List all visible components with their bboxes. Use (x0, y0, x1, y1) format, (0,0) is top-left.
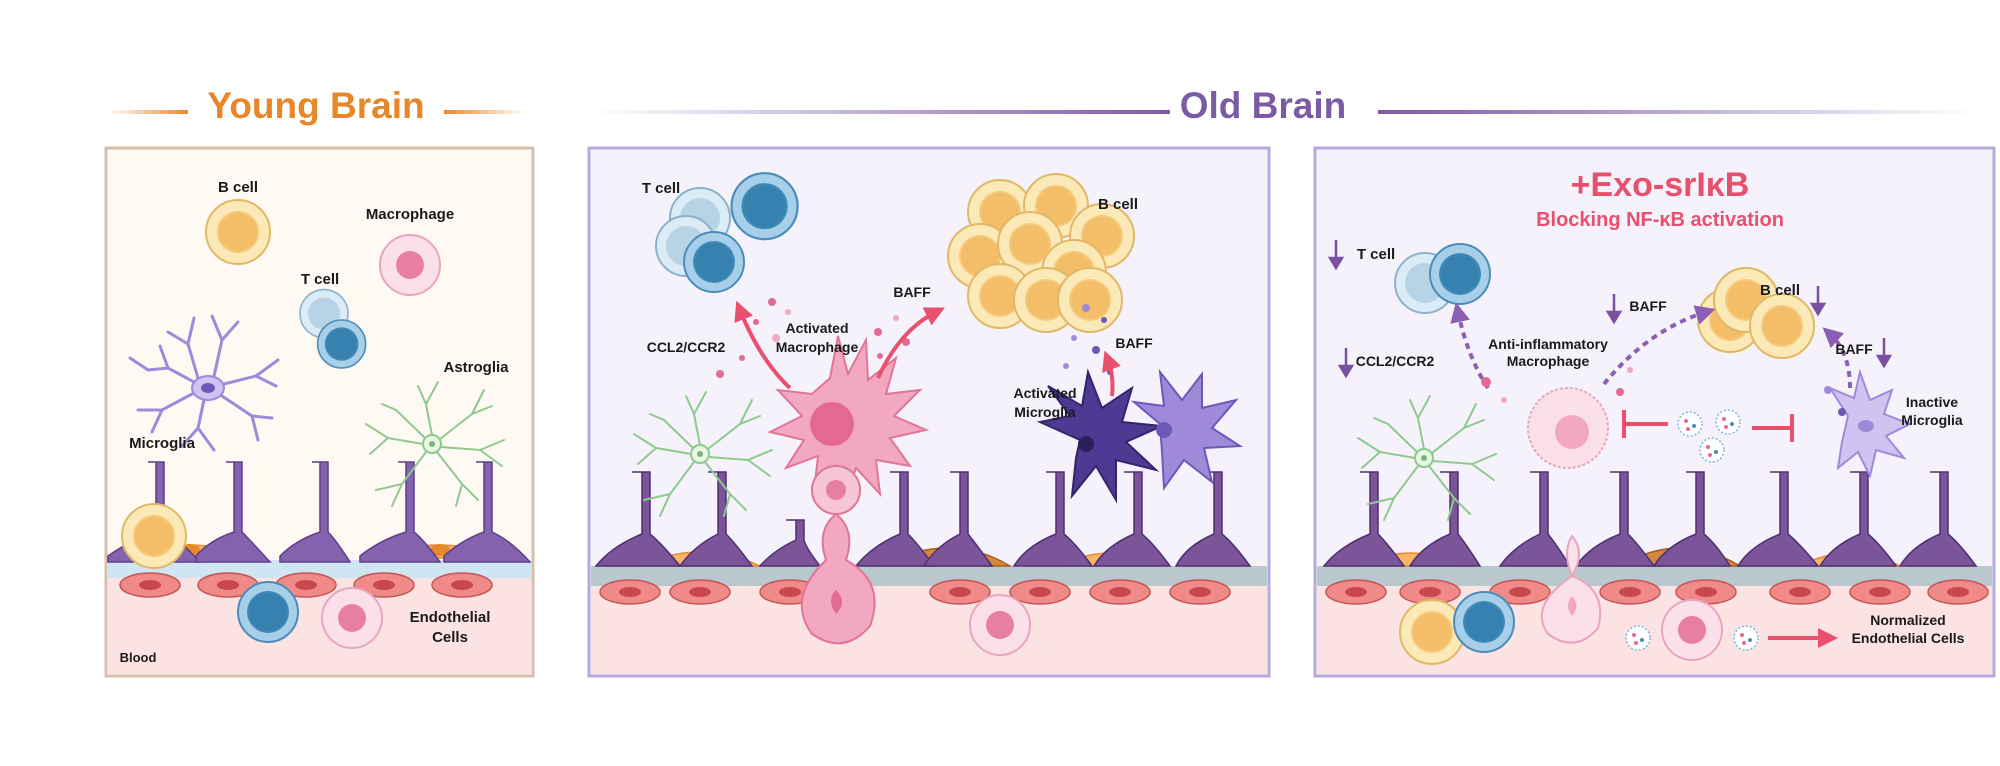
treatment-anti-inflammatory-macrophage (1527, 387, 1609, 644)
old-brain-header: Old Brain (590, 85, 1978, 126)
treatment-endothelial-label-2: Endothelial Cells (1852, 630, 1965, 646)
young-endothelial-label-2: Cells (432, 629, 468, 646)
old-microglia-label-1: Activated (1013, 385, 1076, 401)
treatment-inactive-microglia (1827, 368, 1913, 479)
old-b-cell-label: B cell (1098, 196, 1138, 213)
treatment-ccl2-label: CCL2/CCR2 (1356, 353, 1435, 369)
old-activated-macrophage (767, 335, 930, 645)
treatment-baff-label-1: BAFF (1629, 298, 1667, 314)
treatment-cytokine-dots (1481, 367, 1846, 416)
young-macrophage-label: Macrophage (366, 206, 454, 223)
young-brain-title: Young Brain (207, 85, 424, 126)
old-brain-title: Old Brain (1180, 85, 1347, 126)
young-b-cell-label: B cell (218, 179, 258, 196)
treatment-microglia-label-1: Inactive (1906, 394, 1958, 410)
old-baff-label-2: BAFF (1115, 335, 1153, 351)
young-basement-membrane (108, 560, 531, 578)
young-blood-b-cell (121, 503, 187, 569)
treatment-b-cell-label: B cell (1760, 282, 1800, 299)
young-blood-label: Blood (120, 650, 157, 665)
young-blood-macrophage (321, 587, 383, 649)
treatment-macrophage-label-2: Macrophage (1507, 353, 1590, 369)
treatment-inhibition-bar-left (1622, 410, 1668, 438)
treatment-inhibition-bar-right (1752, 414, 1794, 442)
old-arrow-to-t-cell (734, 300, 792, 390)
treatment-astrocyte-endfeet (1322, 471, 1978, 567)
old-cytokine-dots (716, 298, 1113, 378)
treatment-basement-membrane (1317, 566, 1992, 586)
old-header-line-right (1378, 110, 1978, 114)
young-astroglia-label: Astroglia (443, 359, 509, 376)
treatment-subtitle: Blocking NF-κB activation (1536, 209, 1784, 231)
old-baff-label-1: BAFF (893, 284, 931, 300)
treatment-macrophage-label-1: Anti-inflammatory (1488, 336, 1608, 352)
treatment-blood-macrophage (1661, 599, 1723, 661)
young-brain-panel: B cell Macrophage T cell Astroglia Micro… (104, 146, 535, 678)
treatment-arrow-to-b-cell (1602, 305, 1716, 386)
treatment-arrow-to-t-cell (1450, 302, 1490, 390)
treatment-title: +Exo-srIκB (1571, 166, 1750, 204)
old-microglia-label-2: Microglia (1014, 404, 1076, 420)
old-macrophage-label-1: Activated (785, 320, 848, 336)
old-blood-macrophage (969, 594, 1031, 656)
treatment-t-cell-label: T cell (1357, 246, 1395, 263)
young-endothelial-label-1: Endothelial (410, 609, 491, 626)
treatment-blood-b-cell (1399, 599, 1465, 665)
old-t-cell-label: T cell (642, 180, 680, 197)
old-brain-panel: T cell B cell BAFF BAFF CCL2/CCR2 Activa… (587, 146, 1271, 678)
treatment-baff-label-2: BAFF (1835, 341, 1873, 357)
treatment-arrow-microglia-to-b-cell (1822, 327, 1852, 389)
old-arrow-microglia-to-b-cell (1102, 350, 1121, 397)
treatment-down-arrows (1327, 240, 1893, 379)
treatment-panel: +Exo-srIκB Blocking NF-κB activation (1313, 146, 1996, 678)
old-astrocyte-endfeet (594, 471, 1252, 567)
young-t-cell-label: T cell (301, 271, 339, 288)
young-header-line-left (108, 110, 188, 114)
treatment-blood-t-cell (1453, 591, 1515, 653)
old-basement-membrane (591, 566, 1267, 586)
treatment-microglia-label-2: Microglia (1901, 412, 1963, 428)
old-ccl2-label: CCL2/CCR2 (647, 339, 726, 355)
young-macrophage (379, 234, 441, 296)
old-activated-microglia (1036, 368, 1244, 504)
old-arrow-to-b-cell (876, 307, 945, 379)
treatment-endothelial-label-1: Normalized (1870, 612, 1945, 628)
young-header-line-right (444, 110, 526, 114)
young-brain-header: Young Brain (108, 85, 526, 126)
young-blood-t-cell (237, 581, 299, 643)
old-macrophage-label-2: Macrophage (776, 339, 859, 355)
young-microglia-label: Microglia (129, 435, 196, 452)
young-b-cell (205, 199, 271, 265)
old-header-line-left (590, 110, 1170, 114)
